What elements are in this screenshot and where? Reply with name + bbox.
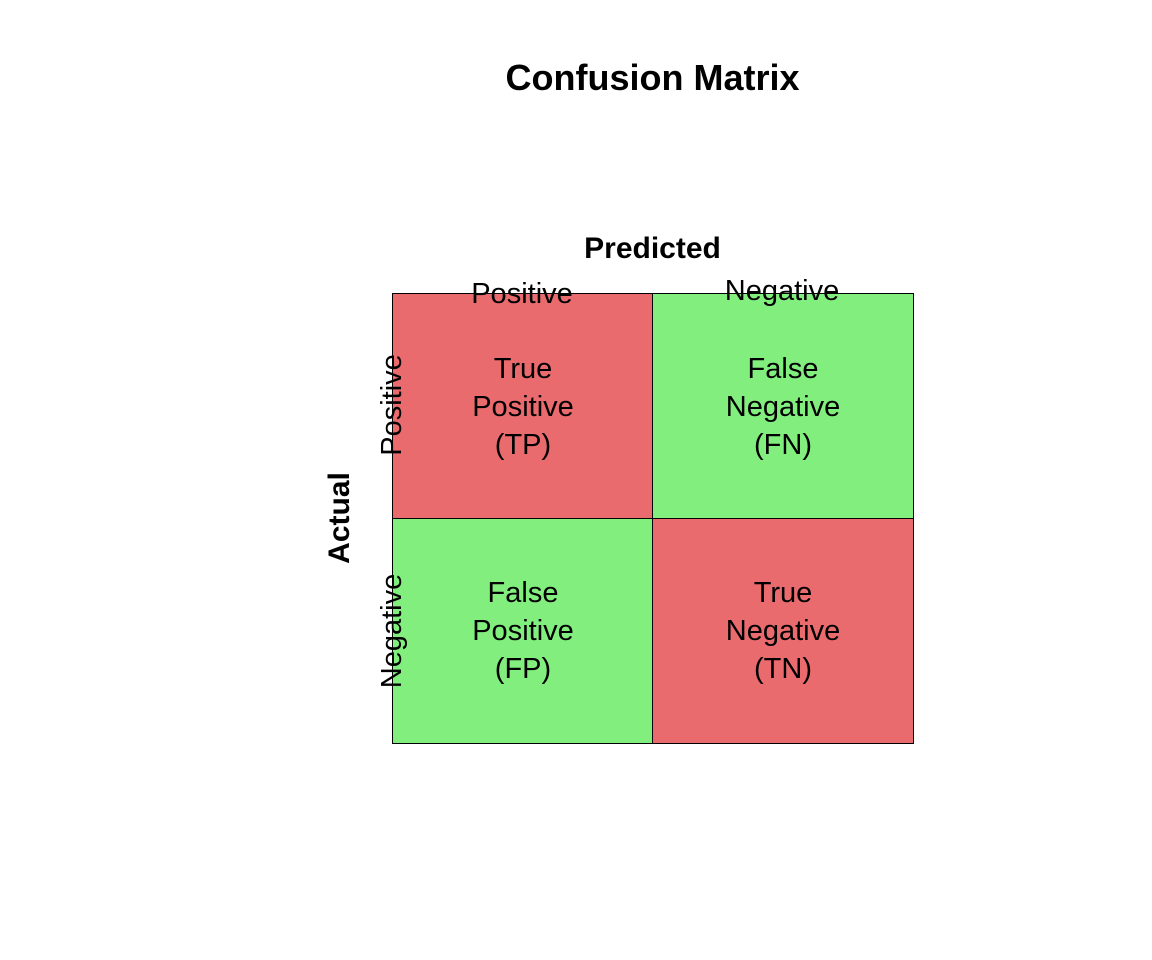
cell-line: (TN) <box>754 653 812 685</box>
predicted-axis-title: Predicted <box>584 232 721 265</box>
cell-line: (FP) <box>494 653 552 685</box>
cell-line: (FN) <box>754 428 812 461</box>
cell-true-negative: True Negative (TN) <box>652 518 914 744</box>
cell-line: Negative <box>725 615 841 647</box>
cell-line: Positive <box>472 615 574 647</box>
cell-false-negative-text: False Negative (FN) <box>726 350 840 464</box>
cell-line: True <box>493 352 553 385</box>
cell-true-positive-text: True Positive (TP) <box>472 350 574 464</box>
chart-title: Confusion Matrix <box>505 57 800 98</box>
row-label-negative: Negative <box>376 573 408 689</box>
actual-axis-title: Actual <box>323 472 356 564</box>
row-label-positive: Positive <box>376 354 408 456</box>
column-label-negative: Negative <box>724 275 840 307</box>
cell-line: Positive <box>472 390 574 423</box>
cell-line: True <box>753 577 813 609</box>
cell-false-negative: False Negative (FN) <box>652 293 914 520</box>
cell-line: Negative <box>725 390 841 423</box>
cell-line: False <box>747 352 819 385</box>
cell-true-negative-text: True Negative (TN) <box>726 574 840 688</box>
column-label-positive: Positive <box>471 278 573 310</box>
cell-line: False <box>487 577 559 609</box>
cell-false-positive-text: False Positive (FP) <box>472 574 574 688</box>
cell-line: (TP) <box>494 428 552 461</box>
cell-false-positive: False Positive (FP) <box>392 518 654 744</box>
cell-true-positive: True Positive (TP) <box>392 293 654 520</box>
